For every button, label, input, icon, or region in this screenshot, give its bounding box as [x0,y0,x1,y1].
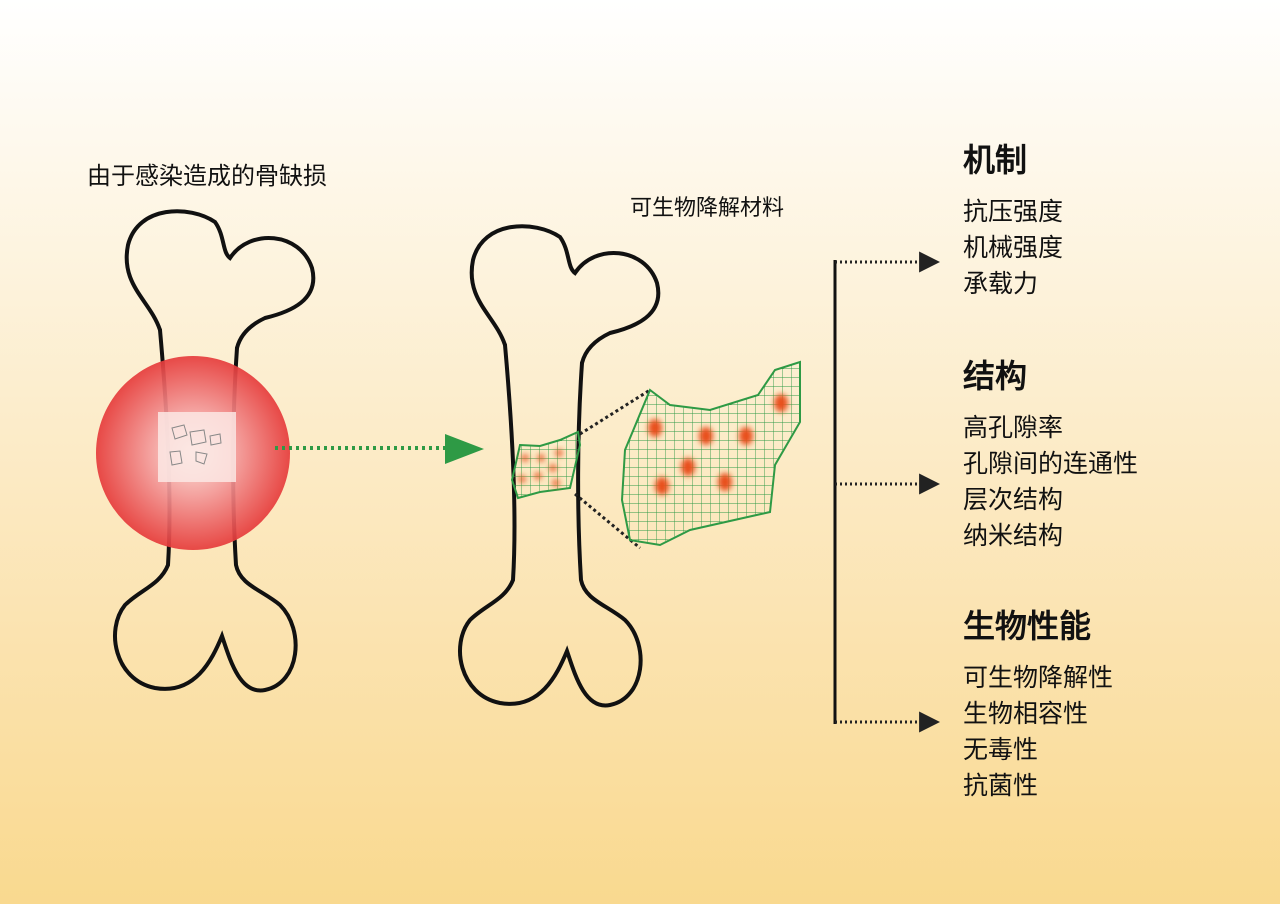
scaffold-magnified [620,360,801,547]
list-item: 孔隙间的连通性 [963,449,1139,478]
repaired-bone [458,224,801,708]
bone-defect [158,412,236,482]
section-title: 机制 [963,141,1028,179]
transition-arrowhead [445,434,484,464]
scaffold-implant [510,430,582,500]
biodegradable-material-label: 可生物降解材料 [630,196,785,221]
list-item: 抗菌性 [963,771,1039,800]
section-title: 结构 [963,357,1028,395]
list-item: 无毒性 [963,735,1039,764]
infected-bone-label: 由于感染造成的骨缺损 [87,162,327,190]
list-item: 承载力 [963,269,1039,298]
list-item: 高孔隙率 [963,413,1064,442]
list-item: 层次结构 [963,485,1064,514]
infected-bone [96,209,316,693]
list-item: 纳米结构 [963,521,1064,550]
section-mechanism: 机制 抗压强度 机械强度 承载力 [963,140,1063,302]
section-title: 生物性能 [963,607,1092,645]
list-item: 可生物降解性 [963,663,1114,692]
list-item: 抗压强度 [963,197,1064,226]
section-structure: 结构 高孔隙率 孔隙间的连通性 层次结构 纳米结构 [963,356,1138,554]
list-item: 生物相容性 [963,699,1089,728]
section-biological: 生物性能 可生物降解性 生物相容性 无毒性 抗菌性 [963,606,1113,804]
list-item: 机械强度 [963,233,1064,262]
